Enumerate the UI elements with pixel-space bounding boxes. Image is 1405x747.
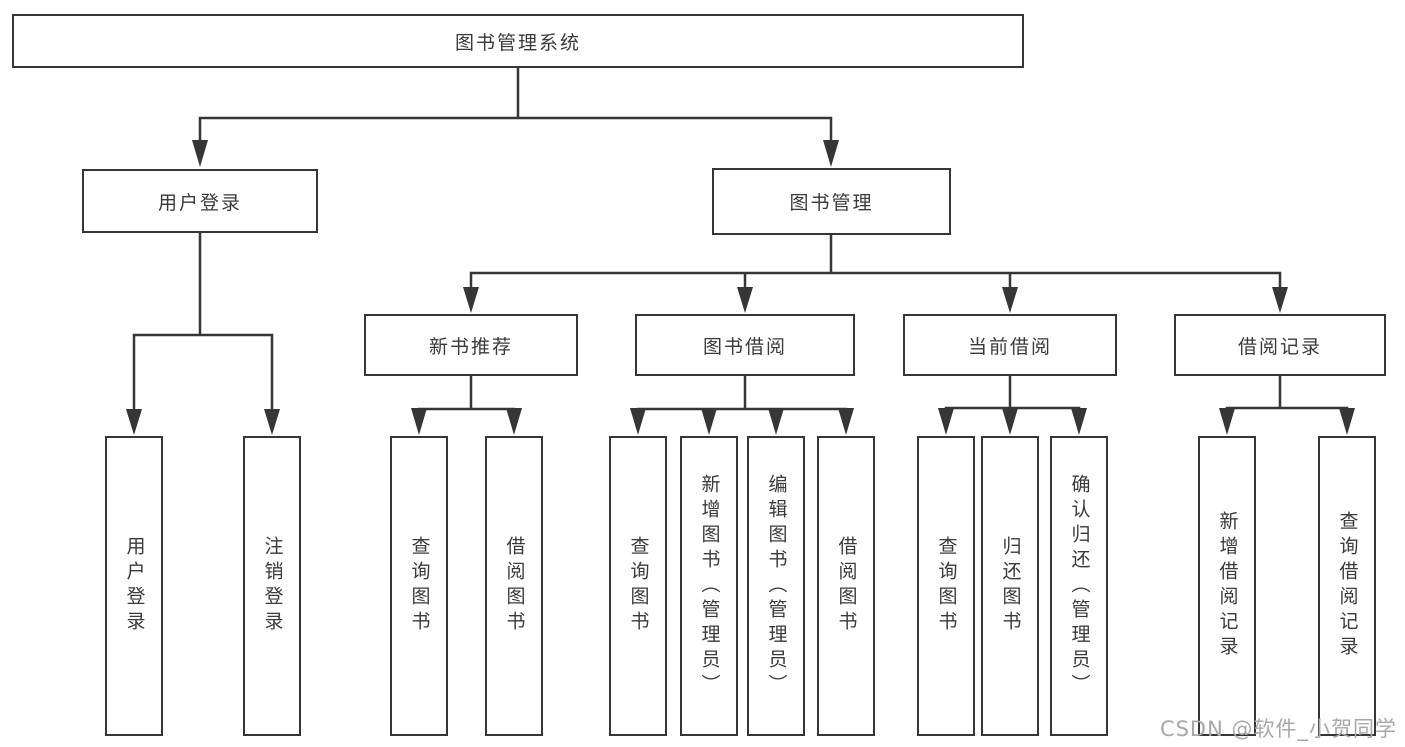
arrowhead bbox=[506, 408, 522, 435]
node-label: 图书管理系统 bbox=[454, 31, 581, 54]
arrowhead bbox=[463, 287, 479, 313]
connector-root bbox=[198, 68, 833, 142]
node-label: 确认归还（管理员） bbox=[1068, 473, 1091, 699]
node-label: 查询图书 bbox=[935, 536, 958, 636]
connector-new-book-recommend bbox=[417, 376, 516, 412]
node-label: 用户登录 bbox=[123, 536, 146, 636]
arrowhead bbox=[701, 408, 717, 435]
node-label: 新增图书（管理员） bbox=[698, 473, 721, 699]
node-label: 图书管理 bbox=[789, 192, 874, 214]
leaf-newbook-query-books: 查询图书 bbox=[390, 436, 448, 736]
connector-book-borrow bbox=[636, 376, 848, 412]
connector-book-management bbox=[469, 235, 1282, 290]
node-user-login: 用户登录 bbox=[82, 169, 318, 233]
node-label: 注销登录 bbox=[261, 536, 284, 636]
arrowhead bbox=[838, 408, 854, 435]
node-label: 查询图书 bbox=[627, 536, 650, 636]
node-label: 用户登录 bbox=[157, 191, 242, 214]
arrowhead bbox=[938, 408, 954, 435]
leaf-current-query-books: 查询图书 bbox=[917, 436, 975, 736]
node-label: 新书推荐 bbox=[428, 335, 513, 358]
leaf-current-return-books: 归还图书 bbox=[981, 436, 1039, 736]
leaf-logout: 注销登录 bbox=[243, 436, 301, 736]
arrowhead bbox=[630, 408, 646, 435]
node-label: 图书借阅 bbox=[702, 335, 787, 358]
leaf-user-login: 用户登录 bbox=[105, 436, 163, 736]
leaf-current-confirm-return-admin: 确认归还（管理员） bbox=[1050, 436, 1108, 736]
connector-current-borrow bbox=[944, 376, 1081, 412]
leaf-borrow-add-books-admin: 新增图书（管理员） bbox=[680, 436, 738, 736]
arrowhead bbox=[1071, 408, 1087, 435]
node-label: 归还图书 bbox=[999, 536, 1022, 636]
arrowhead bbox=[737, 287, 753, 313]
leaf-borrow-query-books: 查询图书 bbox=[609, 436, 667, 736]
node-label: 查询借阅记录 bbox=[1336, 511, 1359, 661]
leaf-records-query-record: 查询借阅记录 bbox=[1318, 436, 1376, 736]
node-new-book-recommend: 新书推荐 bbox=[364, 314, 578, 376]
node-label: 新增借阅记录 bbox=[1216, 511, 1239, 661]
arrowhead bbox=[1219, 408, 1235, 435]
node-label: 当前借阅 bbox=[967, 335, 1052, 358]
node-root: 图书管理系统 bbox=[12, 14, 1024, 68]
node-label: 编辑图书（管理员） bbox=[765, 473, 788, 699]
leaf-borrow-edit-books-admin: 编辑图书（管理员） bbox=[747, 436, 805, 736]
arrowhead bbox=[411, 408, 427, 435]
connector-user-login bbox=[132, 233, 274, 412]
arrowhead bbox=[1339, 408, 1355, 435]
arrowhead bbox=[768, 408, 784, 435]
arrowhead bbox=[264, 409, 280, 435]
node-label: 借阅记录 bbox=[1237, 335, 1322, 358]
node-book-management: 图书管理 bbox=[712, 168, 951, 235]
node-label: 查询图书 bbox=[408, 536, 431, 636]
watermark: CSDN @软件_小贺同学 bbox=[1159, 717, 1397, 741]
arrowhead bbox=[1002, 408, 1018, 435]
arrowheads bbox=[126, 140, 1355, 435]
arrowhead bbox=[1002, 287, 1018, 313]
node-current-borrow: 当前借阅 bbox=[903, 314, 1117, 376]
connector-borrow-records bbox=[1225, 376, 1349, 412]
arrowhead bbox=[823, 140, 839, 167]
node-borrow-records: 借阅记录 bbox=[1174, 314, 1386, 376]
arrowhead bbox=[1272, 287, 1288, 313]
node-label: 借阅图书 bbox=[503, 536, 526, 636]
arrowhead bbox=[126, 409, 142, 435]
leaf-borrow-borrow-books: 借阅图书 bbox=[817, 436, 875, 736]
arrowhead bbox=[192, 140, 208, 167]
node-book-borrow: 图书借阅 bbox=[635, 314, 855, 376]
node-label: 借阅图书 bbox=[835, 536, 858, 636]
leaf-records-add-record: 新增借阅记录 bbox=[1198, 436, 1256, 736]
leaf-newbook-borrow-books: 借阅图书 bbox=[485, 436, 543, 736]
